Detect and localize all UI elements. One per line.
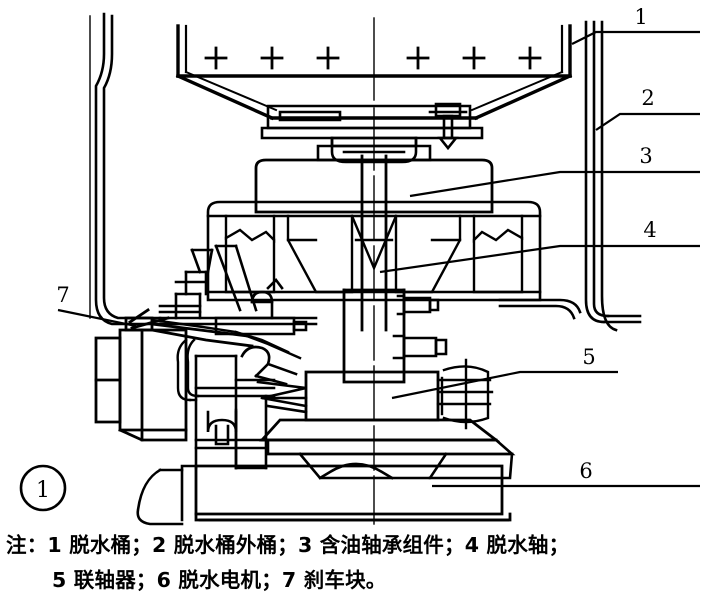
drum-perforation-marks: [204, 46, 542, 70]
motor-body-main: [194, 464, 512, 522]
pedestal-block: [194, 345, 298, 470]
coupling-spring-right: [436, 358, 494, 430]
callout-label-2: 2: [641, 86, 654, 110]
damper-assembly: [214, 278, 308, 336]
drum-hub-plate: [260, 104, 484, 140]
technical-drawing-figure: 1 2 3 4 5 6 7 1: [19, 5, 700, 526]
callout-label-3: 3: [639, 144, 652, 168]
motor-body-upper: [266, 438, 516, 480]
shaft-lower-bearing-collar: [392, 334, 448, 360]
callout-label-6: 6: [579, 459, 592, 483]
leader-line-4: [379, 244, 700, 274]
callout-label-1: 1: [634, 5, 647, 29]
assembly-cross-section-drawing: 1 2 3 4 5 6 7 1: [19, 5, 700, 526]
brake-block-part-7: [94, 328, 188, 442]
figure-number-circle: [19, 464, 67, 512]
spin-shaft-part-4: [360, 154, 388, 332]
outer-tub-bottom: [602, 314, 642, 324]
motor-bracket-left: [136, 464, 198, 526]
leader-line-7: [57, 308, 137, 328]
support-frame-upper: [158, 248, 318, 326]
figure-number-badge: 1: [19, 464, 67, 512]
caption-line-1: 注：1 脱水桶；2 脱水桶外桶；3 含油轴承组件；4 脱水轴；: [6, 533, 570, 557]
spin-drum-wall-inner: [184, 24, 564, 74]
callout-label-4: 4: [643, 218, 656, 242]
figure-number-text: 1: [36, 478, 50, 503]
brake-pivot-joint: [124, 308, 254, 348]
leader-line-2: [595, 112, 700, 131]
callout-label-7: 7: [56, 283, 69, 307]
outer-tub-part-2: [584, 20, 618, 332]
oil-bearing-top-flange: [316, 136, 432, 162]
callout-numbers: 1 2 3 4 5 6 7: [56, 5, 656, 483]
outer-tub-left-wall: [94, 12, 162, 326]
leader-line-1: [571, 30, 700, 45]
callout-leaders: [57, 30, 700, 488]
caption-line-2: 5 联轴器；6 脱水电机；7 刹车块。: [52, 568, 387, 592]
bracket-right-support: [498, 298, 582, 320]
callout-label-5: 5: [582, 345, 595, 369]
motor-top-plate-part-6: [258, 418, 501, 442]
leader-line-5: [391, 370, 618, 400]
coupling-part-5: [304, 370, 440, 422]
spin-drum-cone-inner: [184, 70, 564, 112]
oil-bearing-housing-part-3: [254, 158, 494, 214]
spin-drum-part-1: [176, 24, 572, 78]
drum-hub-fastener: [428, 102, 468, 151]
shaft-upper-bearing-collar: [396, 294, 440, 316]
figure-caption: 注：1 脱水桶；2 脱水桶外桶；3 含油轴承组件；4 脱水轴； 5 联轴器；6 …: [0, 528, 718, 598]
drum-spigot-cup: [330, 136, 418, 164]
leader-line-3: [409, 170, 700, 198]
coupling-left-linkage: [256, 380, 308, 414]
